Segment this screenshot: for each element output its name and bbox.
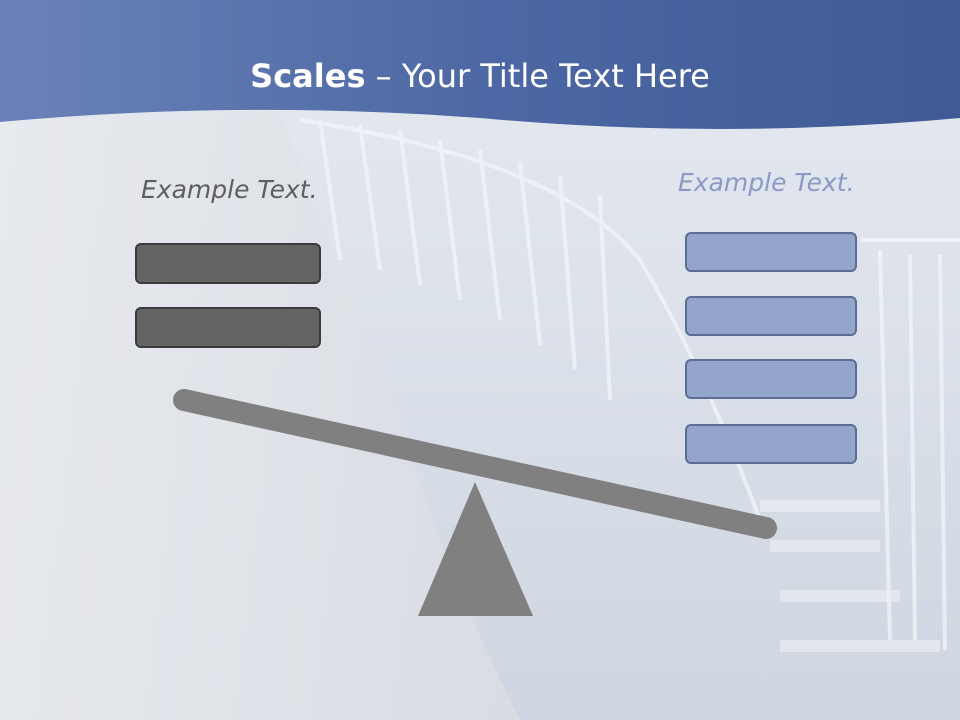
right-weight-box <box>685 424 857 464</box>
right-weight-box <box>685 232 857 272</box>
header-band <box>0 0 960 129</box>
right-weight-box <box>685 359 857 399</box>
right-weight-box <box>685 296 857 336</box>
title-rest: – Your Title Text Here <box>365 57 710 95</box>
stair-steps <box>760 500 940 652</box>
title-bold: Scales <box>250 57 366 95</box>
left-weight-box <box>135 307 321 348</box>
left-weight-box <box>135 243 321 284</box>
left-example-text: Example Text. <box>141 175 318 204</box>
right-example-text: Example Text. <box>678 168 855 197</box>
slide-title: Scales – Your Title Text Here <box>0 52 960 100</box>
